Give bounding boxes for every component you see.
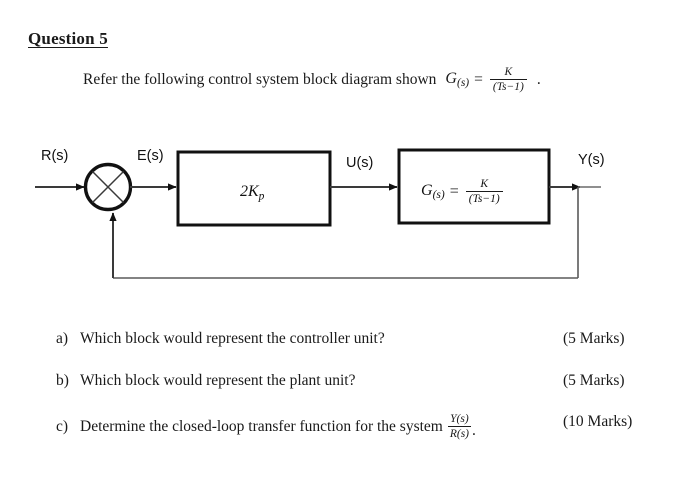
- intro-formula-lhs: G(s): [445, 69, 470, 90]
- question-marker-a: a): [56, 330, 69, 347]
- signal-label-output: Y(s): [578, 152, 605, 168]
- intro-formula-equals: =: [474, 70, 483, 88]
- question-marker-b: b): [56, 372, 69, 389]
- question-c-numerator: Y(s): [450, 413, 469, 425]
- intro-formula-period: .: [536, 70, 541, 88]
- signal-label-control: U(s): [346, 155, 374, 171]
- question-marker-c: c): [56, 417, 69, 435]
- signal-label-input: R(s): [41, 148, 69, 164]
- intro-formula-denominator: (Ts−1): [489, 79, 527, 93]
- intro-text: Refer the following control system block…: [83, 70, 437, 88]
- plant-formula-denominator: (Ts−1): [465, 191, 503, 205]
- signal-label-error: E(s): [137, 148, 164, 164]
- controller-block-label: 2Kp: [240, 183, 265, 203]
- plant-formula-equals: =: [449, 182, 459, 200]
- intro-line: Refer the following control system block…: [83, 66, 541, 93]
- control-system-block-diagram: [0, 120, 700, 310]
- page-title: Question 5: [28, 29, 108, 48]
- question-marks-c: (10 Marks): [563, 413, 633, 430]
- plant-formula-fraction: K (Ts−1): [465, 178, 503, 205]
- question-item-c: c) Determine the closed-loop transfer fu…: [56, 413, 476, 441]
- summing-junction-cross-2: [91, 170, 125, 204]
- question-item-a: a) Which block would represent the contr…: [56, 330, 385, 348]
- question-c-period: .: [472, 421, 476, 439]
- question-item-b: b) Which block would represent the plant…: [56, 372, 355, 390]
- question-marks-a: (5 Marks): [563, 330, 625, 347]
- controller-block: [176, 150, 332, 227]
- question-text-b: Which block would represent the plant un…: [80, 372, 356, 389]
- question-text-c: Determine the closed-loop transfer funct…: [80, 417, 443, 435]
- plant-block-label: G(s) = K (Ts−1): [421, 178, 505, 205]
- question-marks-b: (5 Marks): [563, 372, 625, 389]
- plant-block: [397, 148, 551, 225]
- plant-formula-numerator: K: [480, 178, 489, 190]
- question-c-denominator: R(s): [447, 426, 472, 441]
- intro-formula-numerator: K: [504, 66, 513, 78]
- plant-formula-lhs: G(s): [421, 181, 445, 202]
- question-text-a: Which block would represent the controll…: [80, 330, 385, 347]
- question-c-fraction: Y(s) R(s): [447, 413, 472, 441]
- intro-formula-fraction: K (Ts−1): [489, 66, 527, 93]
